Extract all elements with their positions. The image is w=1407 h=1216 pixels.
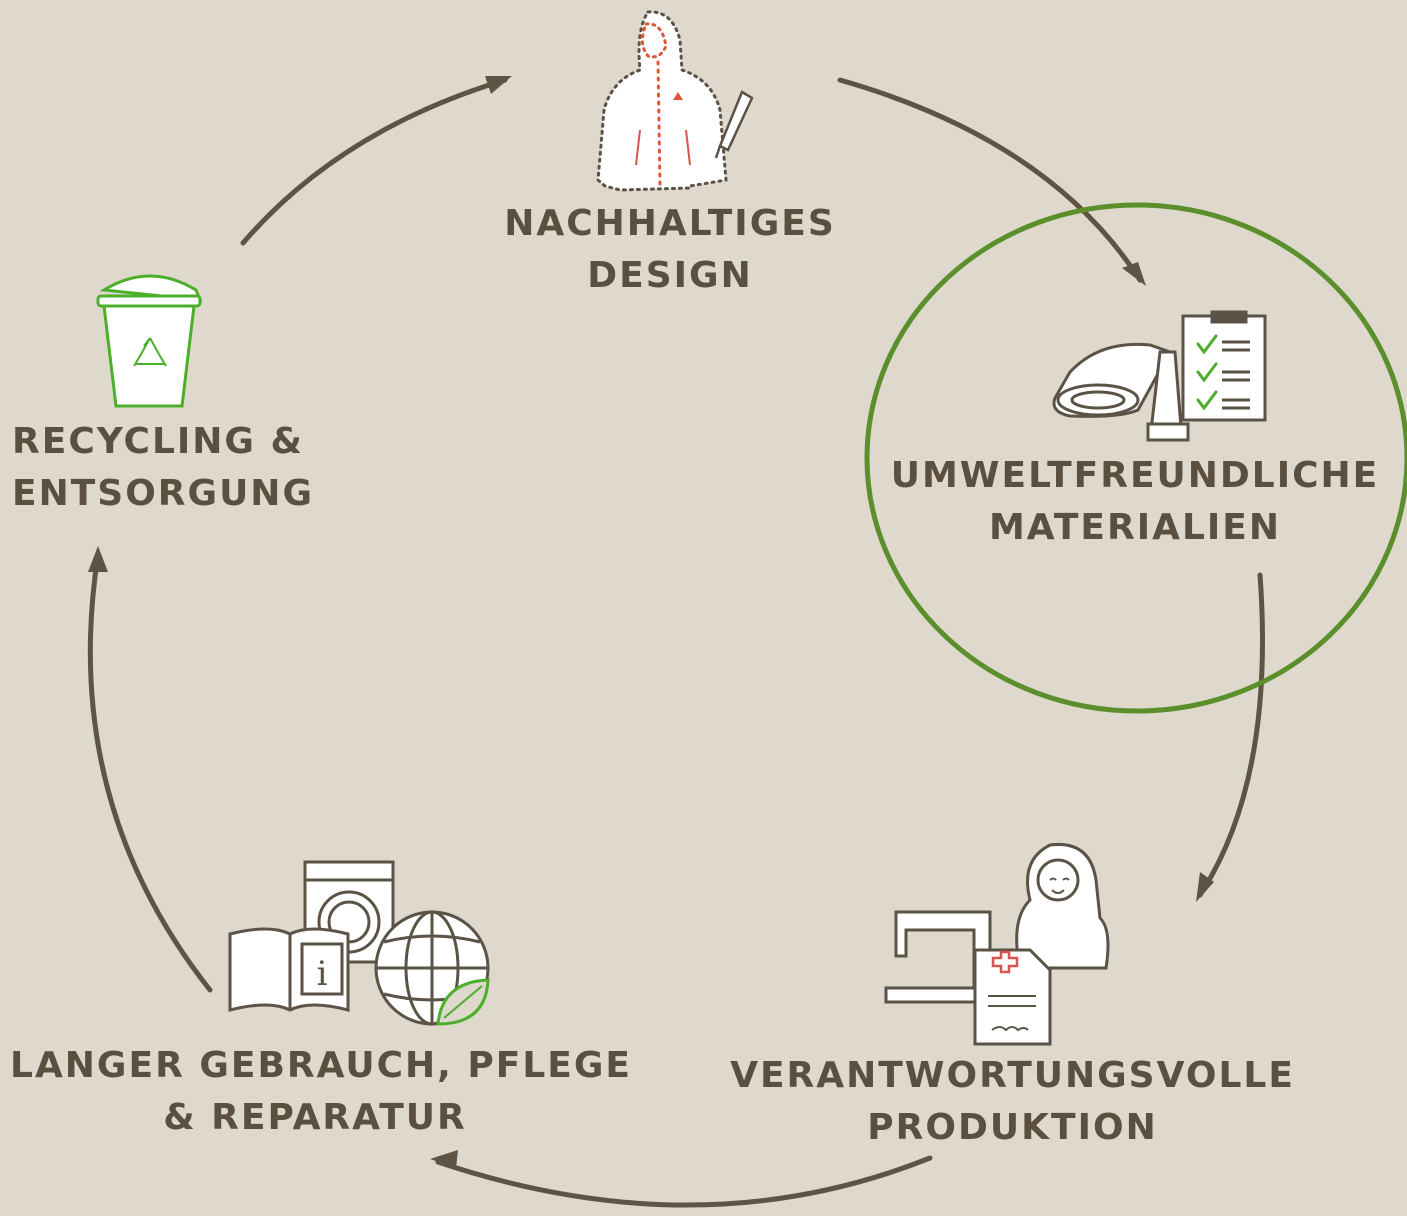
brand-logo-icon <box>673 92 683 100</box>
sewing-worker-icon <box>884 842 1110 1046</box>
svg-text:i: i <box>317 954 328 994</box>
arrow-use-to-recycling <box>87 552 213 993</box>
highlight-circle <box>864 202 1407 714</box>
arrow-production-to-use <box>435 1155 933 1208</box>
jacket-design-icon <box>596 10 728 192</box>
stage-use-line2: & REPARATUR <box>163 1097 467 1138</box>
stage-label-recycling: RECYCLING & ENTSORGUNG <box>12 416 332 520</box>
stage-label-use: LANGER GEBRAUCH, PFLEGE & REPARATUR <box>10 1040 633 1144</box>
stage-design-line1: NACHHALTIGES <box>504 203 836 244</box>
arrowhead-production <box>1196 872 1214 902</box>
stage-recycling-line1: RECYCLING & <box>12 421 304 462</box>
stage-label-design: NACHHALTIGES DESIGN <box>450 198 890 302</box>
stage-recycling-line2: ENTSORGUNG <box>12 473 314 514</box>
fabric-checklist-icon <box>1052 310 1267 442</box>
arrowheads <box>88 76 1214 1168</box>
arrowhead-recycling <box>88 546 108 572</box>
stage-label-production: VERANTWORTUNGSVOLLE PRODUKTION <box>720 1050 1305 1154</box>
arrowhead-use <box>430 1150 458 1168</box>
medical-cross-icon <box>991 950 1019 974</box>
jacket-details <box>635 129 691 166</box>
pen-icon <box>714 90 754 159</box>
arrow-design-to-materials <box>837 77 1143 283</box>
stage-design-line2: DESIGN <box>587 255 753 296</box>
recycle-bin-icon <box>96 274 203 408</box>
arrow-recycling-to-design <box>240 77 508 246</box>
stage-label-materials: UMWELTFREUNDLICHE MATERIALIEN <box>880 450 1390 554</box>
stage-production-line1: VERANTWORTUNGSVOLLE <box>730 1055 1295 1096</box>
check-marks <box>1196 334 1218 411</box>
cycle-arrows <box>87 77 1265 1208</box>
arrow-materials-to-production <box>1197 572 1265 898</box>
stage-use-line1: LANGER GEBRAUCH, PFLEGE <box>10 1045 633 1086</box>
stage-materials-line2: MATERIALIEN <box>988 507 1282 548</box>
stage-materials-line1: UMWELTFREUNDLICHE <box>890 455 1380 496</box>
leaf-icon <box>436 978 490 1026</box>
arrowhead-materials <box>1122 262 1146 286</box>
stage-production-line2: PRODUKTION <box>867 1107 1158 1148</box>
arrowhead-design <box>485 76 512 94</box>
